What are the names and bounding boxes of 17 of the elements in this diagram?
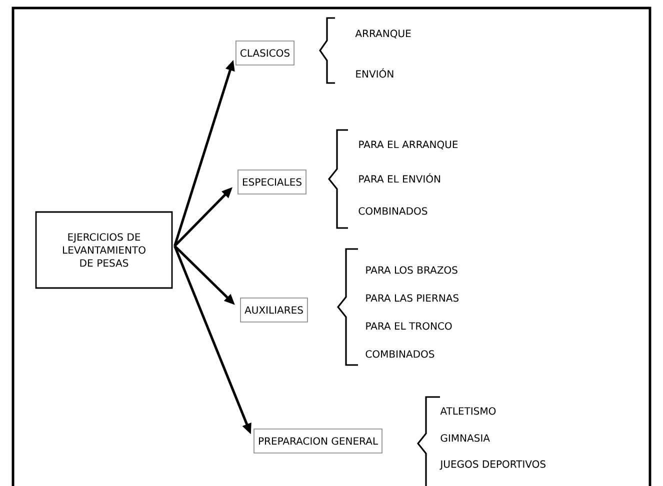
list-item: PARA LAS PIERNAS [366,294,459,302]
list-item: ARRANQUE [355,30,411,38]
list-item: PARA EL ENVIÓN [359,173,440,183]
list-item: PARA EL ARRANQUE [359,140,458,150]
category-box: AUXILIARES [240,298,308,322]
list-item: ENVIÓN [356,68,394,78]
list-item: COMBINADOS [358,207,428,215]
list-item: ATLETISMO [440,407,496,415]
list-item: PARA LOS BRAZOS [366,266,458,274]
list-item: GIMNASIA [440,434,490,442]
category-box: ESPECIALES [238,170,306,194]
category-box: CLASICOS [236,40,294,66]
category-box: PREPARACION GENERAL [254,428,382,454]
list-item: JUEGOS DEPORTIVOS [440,460,546,470]
list-item: PARA EL TRONCO [366,322,452,330]
title-box: EJERCICIOS DE LEVANTAMIENTO DE PESAS [35,211,173,289]
list-item: COMBINADOS [366,350,434,358]
